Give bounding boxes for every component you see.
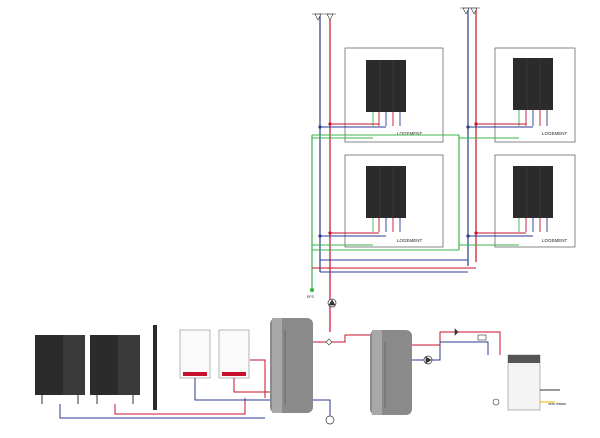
- apartment-label: LOGEMENT: [542, 131, 568, 136]
- pump-icon: [325, 298, 433, 425]
- dhw-tank: [370, 330, 412, 415]
- buffer-tank: [270, 318, 313, 413]
- apartment-unit: LOGEMENT: [344, 47, 444, 143]
- apartment-unit: LOGEMENT: [494, 47, 576, 143]
- wall-divider: [153, 325, 157, 410]
- apartment-label: LOGEMENT: [397, 131, 423, 136]
- apartment-branches: [312, 123, 533, 246]
- apartment-label: LOGEMENT: [542, 238, 568, 243]
- riser-links: [312, 134, 476, 273]
- apartment-label: LOGEMENT: [397, 238, 423, 243]
- heat-pump-unit: [90, 335, 140, 404]
- apartment-unit: LOGEMENT: [344, 154, 444, 248]
- cold-water-label: EFS: [307, 295, 314, 299]
- junction-dots: [318, 122, 478, 238]
- risers: [311, 8, 477, 332]
- heat-pump-unit: [35, 335, 85, 404]
- outlet-label: vers réseau: [548, 402, 566, 406]
- hydro-module: [218, 329, 250, 379]
- apartment-unit: LOGEMENT: [494, 154, 576, 248]
- plant-room-piping: [59, 331, 560, 420]
- valve-icon: [325, 328, 487, 346]
- cold-water-inlet-icon: [309, 287, 315, 293]
- air-vent-icon: [312, 7, 480, 21]
- hydro-module: [179, 329, 211, 379]
- expansion-vessel-icon: [492, 398, 500, 406]
- boiler-unit: [507, 354, 541, 411]
